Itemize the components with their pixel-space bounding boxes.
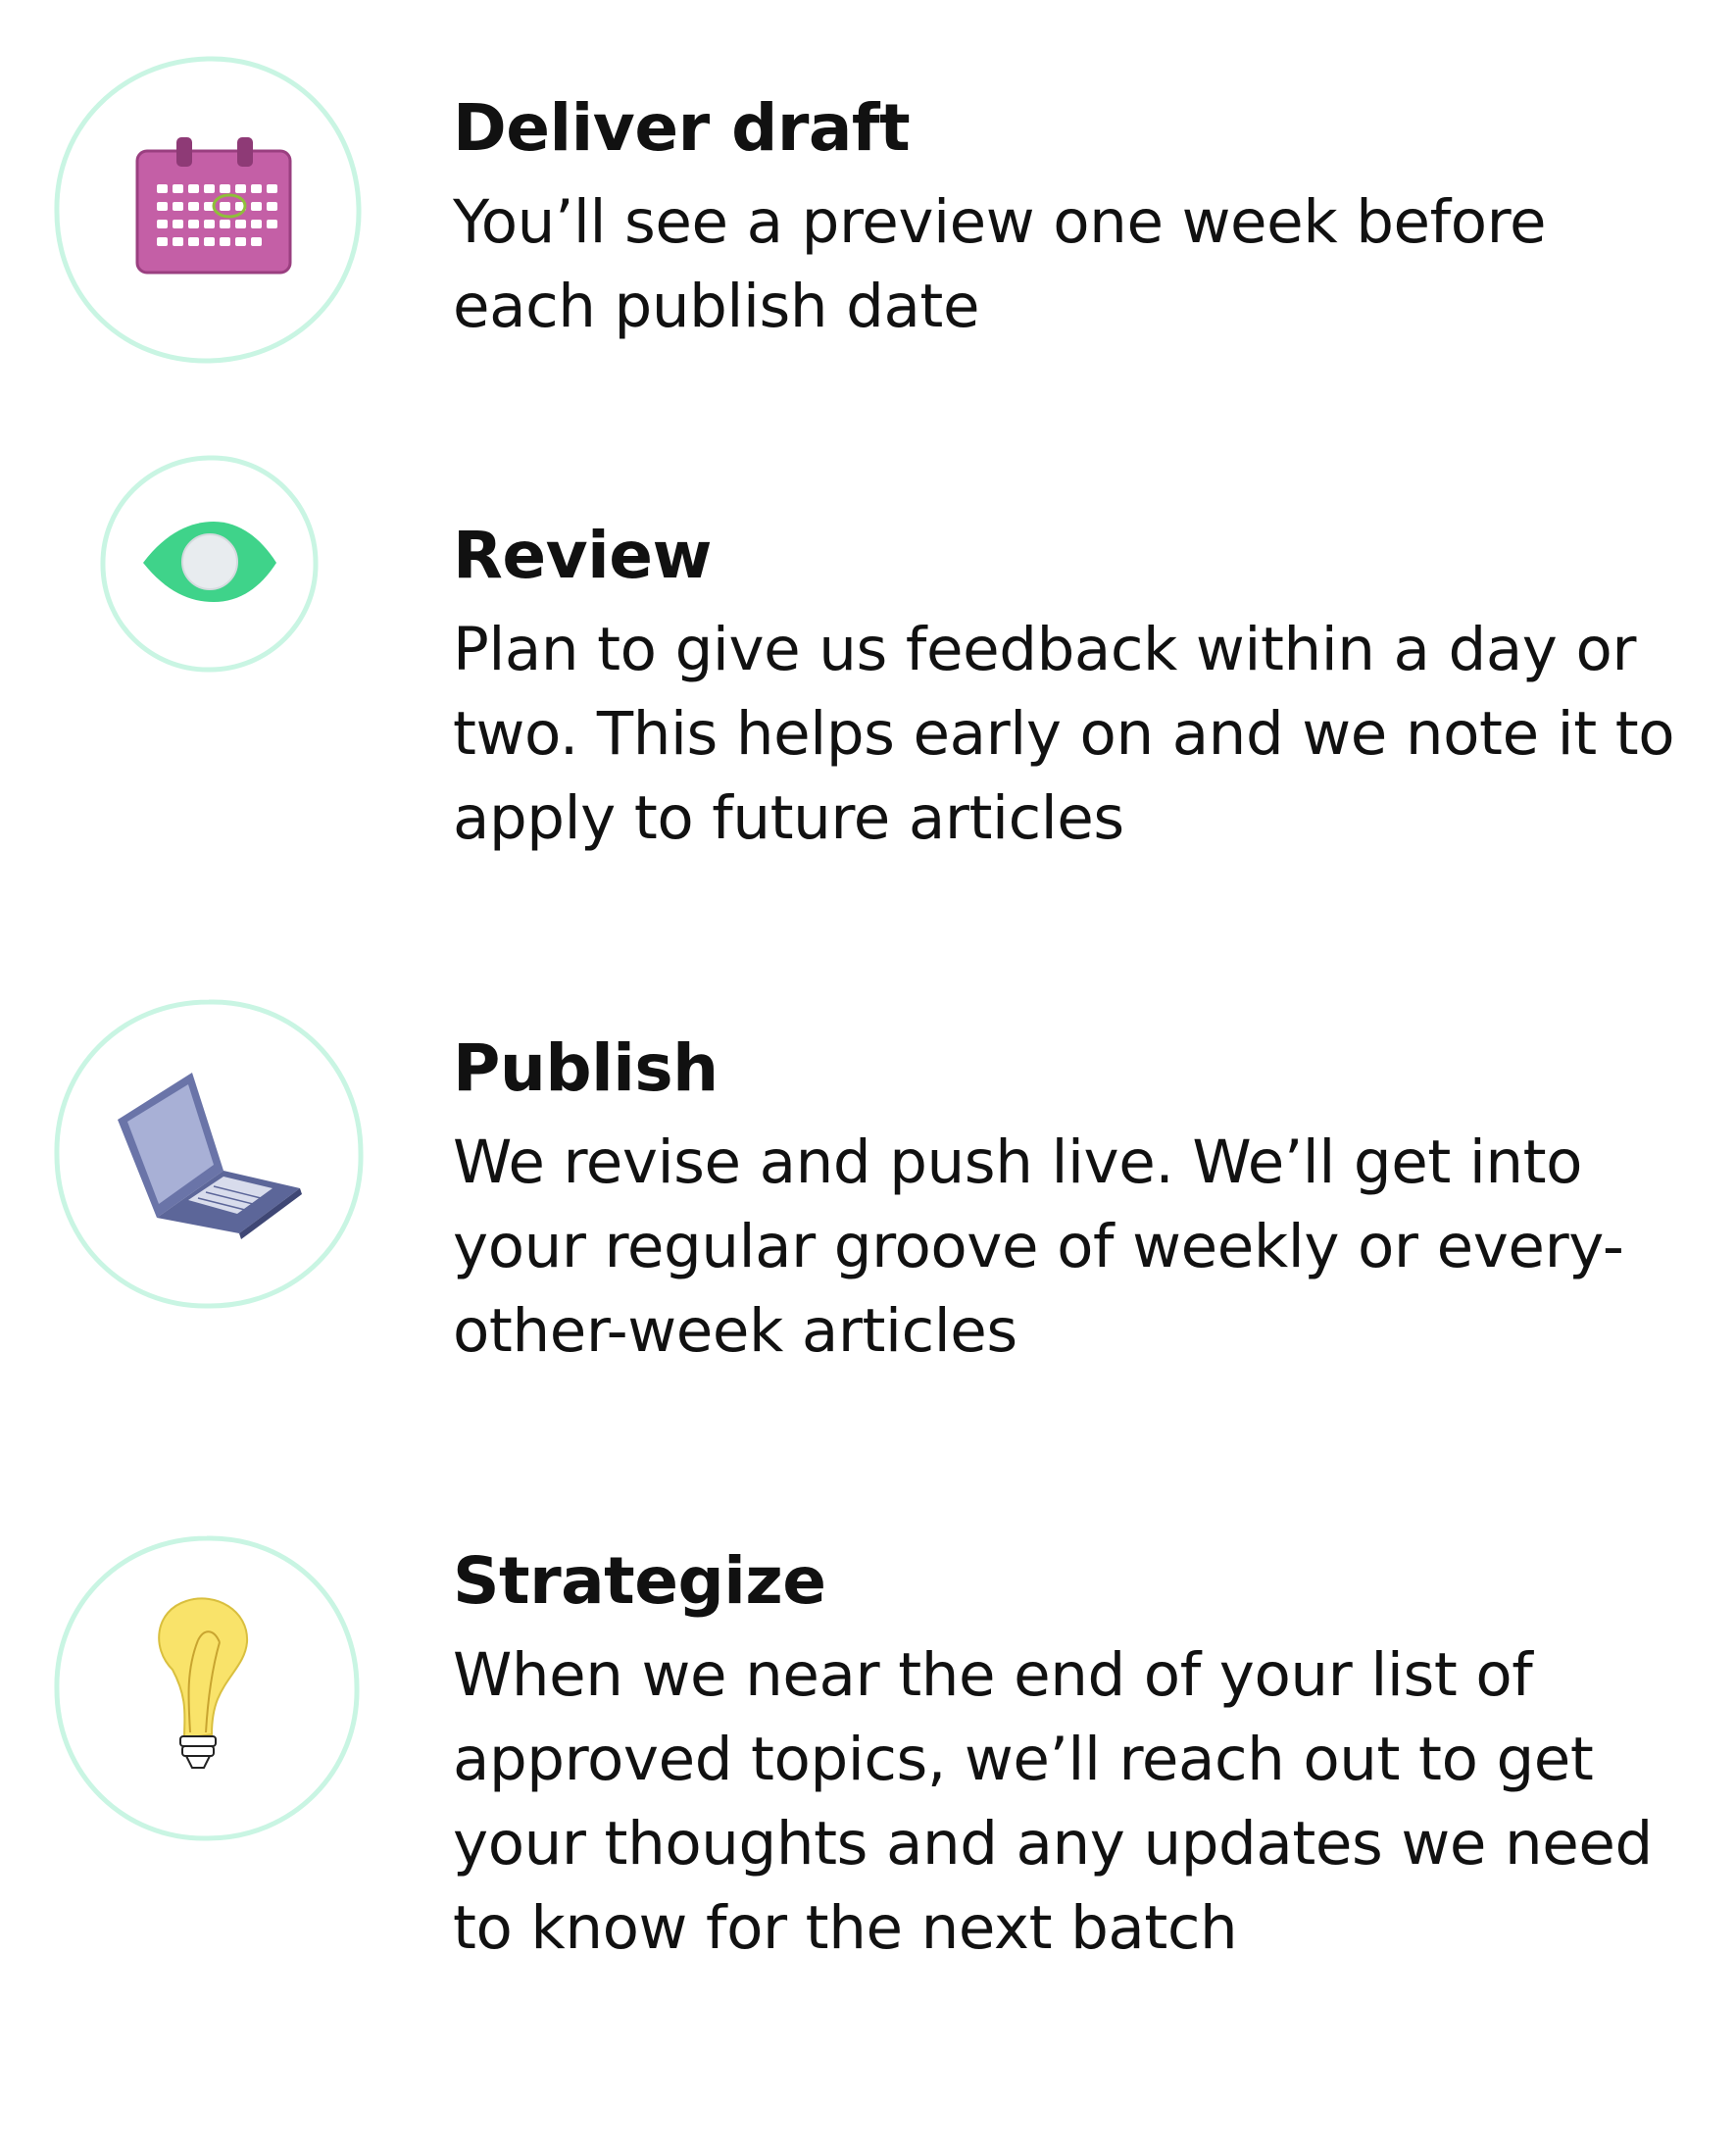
- step-title: Publish: [453, 1030, 719, 1106]
- step-title: Review: [453, 518, 712, 593]
- step-description: When we near the end of your list of app…: [453, 1640, 1653, 1963]
- laptop-icon-circle: [51, 996, 367, 1312]
- step-title: Deliver draft: [453, 90, 911, 166]
- step-title: Strategize: [453, 1543, 826, 1619]
- laptop-icon: [54, 999, 364, 1309]
- lightbulb-icon: [54, 1535, 360, 1841]
- step-text: Strategize When we near the end of your …: [453, 1543, 1717, 1971]
- eye-icon-circle: [98, 453, 320, 675]
- step-description: You’ll see a preview one week before eac…: [453, 187, 1547, 341]
- calendar-icon-circle: [51, 53, 365, 367]
- step-text: Deliver draft You’ll see a preview one w…: [453, 90, 1717, 349]
- lightbulb-icon-circle: [51, 1532, 363, 1844]
- step-description: We revise and push live. We’ll get into …: [453, 1128, 1624, 1366]
- step-text: Review Plan to give us feedback within a…: [453, 518, 1717, 861]
- step-text: Publish We revise and push live. We’ll g…: [453, 1030, 1717, 1374]
- step-description: Plan to give us feedback within a day or…: [453, 615, 1675, 853]
- eye-icon: [100, 455, 319, 673]
- calendar-icon: [54, 56, 362, 364]
